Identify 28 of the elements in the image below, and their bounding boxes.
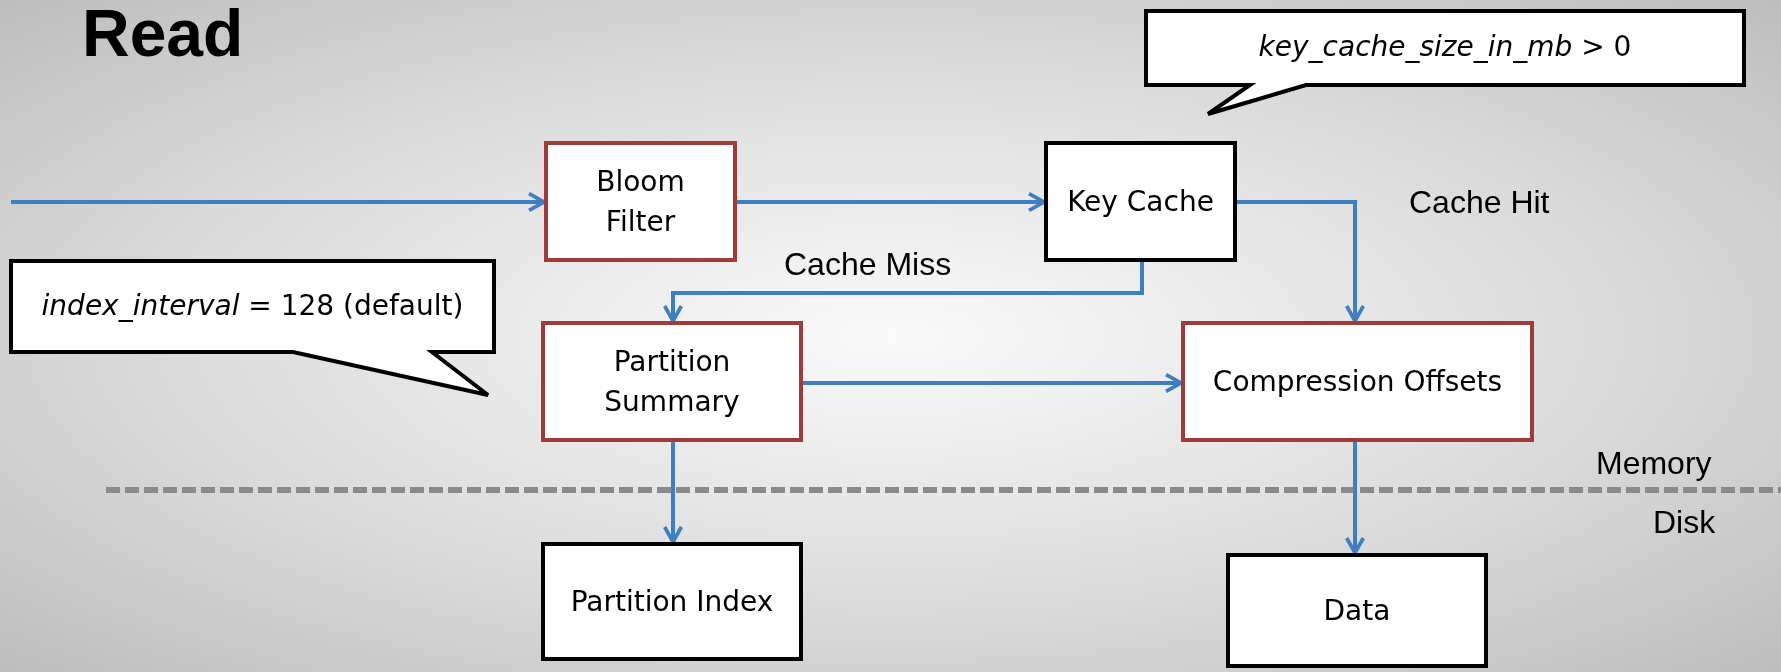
process-box: [1226, 553, 1488, 668]
process-box: [541, 321, 803, 442]
arrow: [737, 191, 1046, 213]
process-box: [544, 141, 737, 262]
arrow: [1344, 442, 1366, 555]
title: Read: [82, 0, 244, 66]
arrow: [662, 262, 1144, 323]
callout-text: key_cache_size_in_mb > 0: [1258, 29, 1632, 65]
edge-label: Cache Miss: [784, 248, 952, 280]
process-box: [1181, 321, 1534, 442]
arrow: [11, 191, 546, 213]
arrow: [803, 372, 1183, 394]
arrow: [1237, 200, 1366, 323]
area-label: Memory: [1596, 447, 1712, 479]
callout-bubble: [9, 259, 496, 397]
process-box: [541, 542, 803, 661]
callout-bubble: [1144, 9, 1746, 116]
box-label: Data: [1323, 592, 1391, 629]
process-box: [1044, 141, 1237, 262]
area-label: Disk: [1653, 506, 1716, 538]
box-label: Bloom Filter: [595, 164, 686, 240]
box-label: Compression Offsets: [1212, 363, 1503, 400]
arrow: [662, 442, 684, 544]
callout-text: index_interval = 128 (default): [41, 287, 464, 324]
edge-label: Cache Hit: [1409, 186, 1550, 218]
box-label: Partition Summary: [603, 344, 741, 420]
box-label: Key Cache: [1067, 183, 1214, 220]
box-label: Partition Index: [570, 583, 774, 620]
